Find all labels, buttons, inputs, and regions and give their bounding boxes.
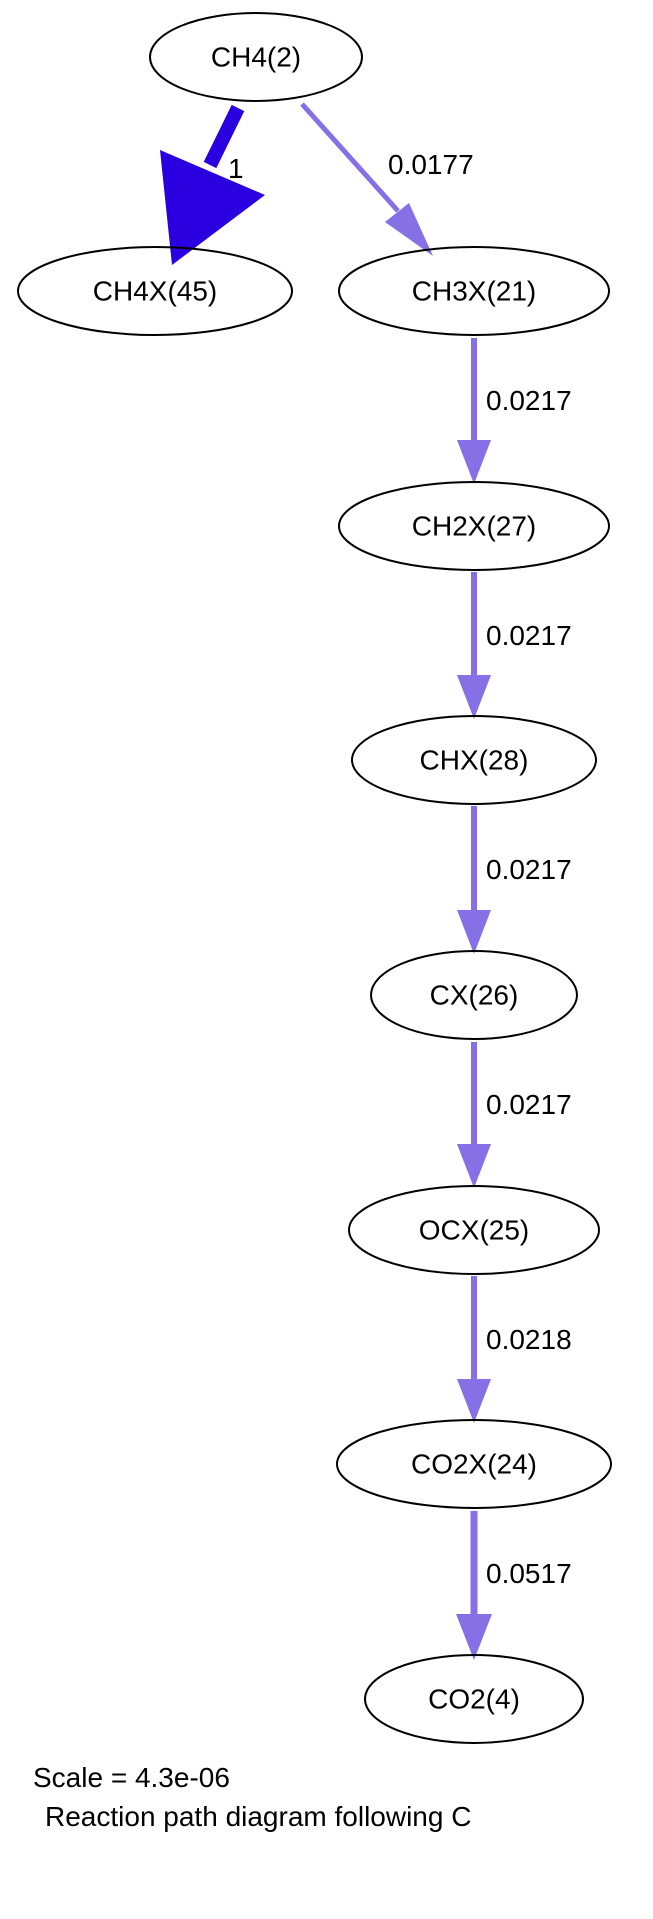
edge-label: 0.0177	[388, 149, 474, 180]
node-ellipse	[370, 950, 578, 1040]
node-co2x: CO2X(24)	[336, 1419, 612, 1509]
node-ellipse	[149, 12, 363, 102]
edge-ch2x-chx: 0.0217	[457, 572, 572, 719]
node-ellipse	[364, 1654, 584, 1744]
arrowhead-icon	[385, 203, 433, 256]
node-ocx: OCX(25)	[348, 1185, 600, 1275]
node-label: CHX(28)	[420, 745, 529, 776]
node-chx: CHX(28)	[351, 715, 597, 805]
arrowhead-icon	[457, 1379, 491, 1423]
node-label: CH3X(21)	[412, 276, 536, 307]
edge-line	[203, 104, 245, 169]
node-ellipse	[351, 715, 597, 805]
edge-line	[300, 102, 400, 213]
node-ch3x: CH3X(21)	[338, 246, 610, 336]
edge-label: 0.0517	[486, 1558, 572, 1589]
edge-chx-cx: 0.0217	[457, 806, 572, 954]
node-label: CO2(4)	[428, 1684, 520, 1715]
node-ellipse	[338, 481, 610, 571]
edge-cx-ocx: 0.0217	[457, 1042, 572, 1188]
scale-label: Scale = 4.3e-06	[33, 1762, 230, 1793]
node-label: OCX(25)	[419, 1215, 529, 1246]
node-label: CX(26)	[430, 980, 519, 1011]
arrowhead-icon	[457, 675, 491, 719]
node-ch2x: CH2X(27)	[338, 481, 610, 571]
node-label: CH4(2)	[211, 42, 301, 73]
node-cx: CX(26)	[370, 950, 578, 1040]
diagram-caption: Reaction path diagram following C	[45, 1801, 471, 1832]
arrowhead-icon	[160, 150, 265, 265]
node-ellipse	[338, 246, 610, 336]
arrowhead-icon	[457, 910, 491, 954]
edge-label: 0.0217	[486, 620, 572, 651]
edge-label: 0.0218	[486, 1324, 572, 1355]
node-label: CO2X(24)	[411, 1449, 537, 1480]
node-ellipse	[336, 1419, 612, 1509]
node-label: CH2X(27)	[412, 511, 536, 542]
edge-label: 0.0217	[486, 1089, 572, 1120]
edge-ch4-ch4x: 1	[160, 104, 265, 265]
node-ellipse	[348, 1185, 600, 1275]
arrowhead-icon	[457, 440, 491, 484]
edge-ch3x-ch2x: 0.0217	[457, 338, 572, 484]
edge-ocx-co2x: 0.0218	[457, 1276, 572, 1423]
edge-label: 1	[228, 153, 244, 184]
arrowhead-icon	[457, 1144, 491, 1188]
edge-label: 0.0217	[486, 385, 572, 416]
node-ellipse	[17, 246, 293, 336]
node-label: CH4X(45)	[93, 276, 217, 307]
node-ch4: CH4(2)	[149, 12, 363, 102]
arrowhead-icon	[456, 1614, 492, 1660]
edge-label: 0.0217	[486, 854, 572, 885]
node-ch4x: CH4X(45)	[17, 246, 293, 336]
edge-co2x-co2: 0.0517	[456, 1511, 572, 1660]
edge-ch4-ch3x: 0.0177	[300, 102, 474, 256]
node-co2: CO2(4)	[364, 1654, 584, 1744]
